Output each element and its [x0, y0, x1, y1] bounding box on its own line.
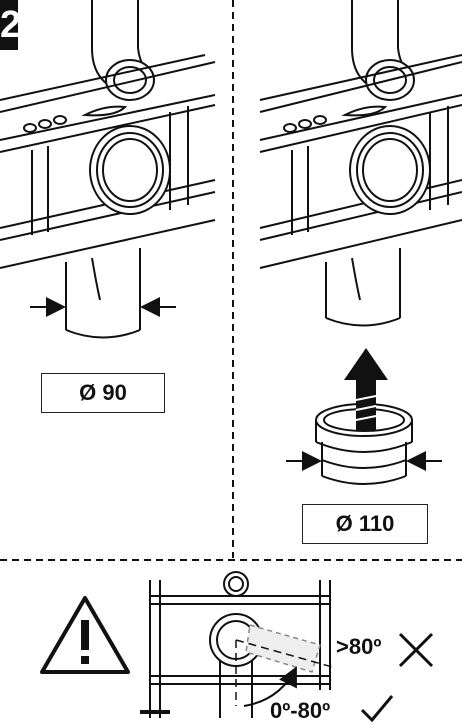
checkmark-icon: [360, 695, 394, 723]
pipe-axis-line: [235, 639, 337, 669]
tilted-pipe-outline: [245, 624, 321, 673]
left-frame-illustration: [0, 0, 216, 339]
angle-bad-label: >80º: [336, 634, 382, 659]
up-arrow-icon: [344, 348, 388, 430]
warning-triangle-icon: [40, 596, 130, 674]
right-diameter-label: Ø 110: [302, 504, 428, 544]
left-diameter-label: Ø 90: [41, 373, 165, 413]
step-number-badge: 2: [0, 0, 18, 50]
angle-good-label: 0º-80º: [270, 698, 331, 723]
cross-icon: [398, 632, 434, 668]
angle-arc-arrow: [243, 666, 297, 707]
